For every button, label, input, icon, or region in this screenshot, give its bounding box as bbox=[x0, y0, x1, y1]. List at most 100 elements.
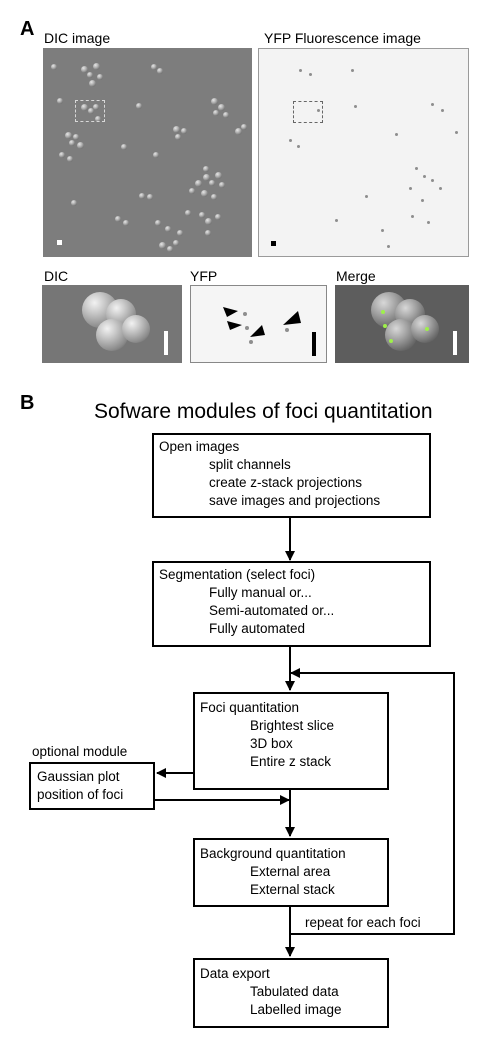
yeast-cell bbox=[218, 104, 225, 111]
dic-image-caption: DIC image bbox=[44, 30, 111, 46]
yeast-cell bbox=[97, 74, 103, 80]
yeast-cell bbox=[153, 152, 159, 158]
yfp-image-caption: YFP Fluorescence image bbox=[264, 30, 421, 46]
repeat-loop-arrow bbox=[290, 668, 455, 935]
foci-quantitation-item: 3D box bbox=[250, 736, 293, 751]
fluorescent-spot bbox=[431, 179, 434, 182]
yeast-cell bbox=[173, 126, 180, 133]
yeast-cell bbox=[205, 230, 211, 236]
yeast-cell bbox=[139, 193, 145, 199]
merge-zoom-caption: Merge bbox=[336, 268, 376, 284]
scale-bar bbox=[271, 241, 276, 246]
fluorescent-spot bbox=[383, 324, 387, 328]
fluorescent-spot bbox=[395, 133, 398, 136]
foci-quantitation-box: Foci quantitation Brightest slice 3D box… bbox=[193, 692, 389, 790]
fluorescent-spot bbox=[351, 69, 354, 72]
background-quantitation-item: External stack bbox=[250, 882, 335, 897]
yeast-cell bbox=[123, 220, 129, 226]
open-images-box: Open images split channels create z-stac… bbox=[152, 433, 431, 518]
foci-arrowheads bbox=[223, 307, 301, 337]
yeast-cell bbox=[59, 152, 65, 158]
fluorescent-spot bbox=[317, 109, 320, 112]
yeast-cell bbox=[73, 134, 79, 140]
fluorescent-spot bbox=[389, 339, 393, 343]
fluorescent-spot bbox=[441, 109, 444, 112]
yeast-cell bbox=[151, 64, 157, 70]
yeast-cell bbox=[88, 108, 94, 114]
yeast-cell bbox=[215, 172, 222, 179]
fluorescent-spot bbox=[455, 131, 458, 134]
fluorescent-spot bbox=[415, 167, 418, 170]
yeast-cell bbox=[173, 240, 179, 246]
arrowhead-icon bbox=[283, 311, 301, 325]
yeast-cell bbox=[215, 214, 221, 220]
dic-large-image bbox=[43, 48, 252, 257]
open-images-title: Open images bbox=[159, 439, 240, 454]
yeast-cell bbox=[81, 66, 88, 73]
open-images-item: create z-stack projections bbox=[209, 475, 363, 490]
yeast-cell bbox=[235, 128, 242, 135]
yeast-cell bbox=[211, 98, 218, 105]
fluorescent-spot bbox=[365, 195, 368, 198]
fluorescent-spot bbox=[381, 310, 385, 314]
segmentation-title: Segmentation (select foci) bbox=[159, 567, 316, 582]
fluorescent-spot bbox=[427, 221, 430, 224]
fluorescent-spot bbox=[439, 187, 442, 190]
yeast-cell bbox=[71, 200, 77, 206]
background-quantitation-title: Background quantitation bbox=[200, 846, 346, 861]
yeast-cell bbox=[211, 194, 217, 200]
panel-b-letter: B bbox=[20, 392, 35, 414]
yeast-cell bbox=[93, 63, 100, 70]
fluorescent-spot bbox=[297, 145, 300, 148]
yeast-cell bbox=[95, 116, 101, 122]
panel-a-letter: A bbox=[20, 18, 35, 40]
foci-quantitation-title: Foci quantitation bbox=[200, 700, 300, 715]
fluorescent-spot bbox=[411, 215, 414, 218]
background-quantitation-item: External area bbox=[250, 864, 331, 879]
scale-bar bbox=[57, 240, 62, 245]
yeast-cell bbox=[205, 218, 212, 225]
yeast-cell bbox=[155, 220, 161, 226]
yfp-zoom-image bbox=[190, 285, 327, 363]
yeast-cell bbox=[201, 190, 208, 197]
open-images-item: save images and projections bbox=[209, 493, 381, 508]
arrowhead-icon bbox=[223, 307, 238, 317]
segmentation-box: Segmentation (select foci) Fully manual … bbox=[152, 561, 431, 647]
fluorescent-spot bbox=[285, 328, 289, 332]
open-images-item: split channels bbox=[209, 457, 291, 472]
arrowhead-icon bbox=[250, 325, 265, 337]
yeast-cell bbox=[175, 134, 181, 140]
yeast-cell bbox=[241, 124, 247, 130]
yeast-cell bbox=[195, 180, 202, 187]
data-export-title: Data export bbox=[200, 966, 270, 981]
yeast-cell bbox=[115, 216, 121, 222]
gaussian-plot-box: Gaussian plot position of foci bbox=[29, 762, 155, 810]
fluorescent-spot bbox=[299, 69, 302, 72]
fluorescent-spot bbox=[425, 327, 429, 331]
background-quantitation-box: Background quantitation External area Ex… bbox=[193, 838, 389, 907]
yeast-cell bbox=[89, 80, 96, 87]
gaussian-line: position of foci bbox=[37, 787, 124, 802]
yeast-cell bbox=[87, 72, 93, 78]
arrowhead-icon bbox=[227, 321, 242, 330]
segmentation-item: Semi-automated or... bbox=[209, 603, 335, 618]
segmentation-item: Fully automated bbox=[209, 621, 306, 636]
yeast-cell bbox=[157, 68, 163, 74]
foci-quantitation-item: Entire z stack bbox=[250, 754, 332, 769]
fluorescent-spot bbox=[421, 199, 424, 202]
roi-box bbox=[293, 101, 323, 123]
yeast-cell bbox=[219, 182, 225, 188]
fluorescent-spot bbox=[423, 175, 426, 178]
yeast-cell bbox=[51, 64, 57, 70]
yeast-cell bbox=[177, 230, 183, 236]
fluorescent-spot bbox=[243, 312, 247, 316]
yeast-cell bbox=[57, 98, 63, 104]
yeast-cell bbox=[223, 112, 229, 118]
scale-bar bbox=[312, 332, 316, 356]
yeast-cell bbox=[147, 194, 153, 200]
yeast-cell bbox=[81, 104, 88, 111]
dic-zoom-image bbox=[42, 285, 182, 363]
optional-module-label: optional module bbox=[32, 744, 128, 759]
segmentation-item: Fully manual or... bbox=[209, 585, 312, 600]
